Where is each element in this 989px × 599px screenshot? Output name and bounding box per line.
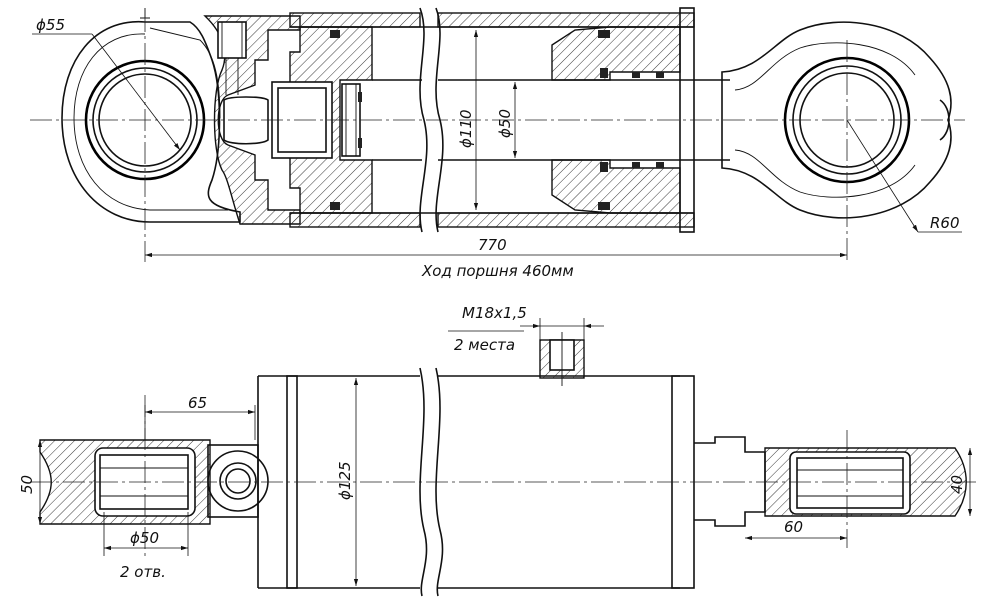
fitting	[217, 21, 247, 59]
rear-eye	[61, 8, 241, 223]
label-bushing-count: 2 отв.	[120, 563, 166, 581]
label-rod-eye-radius: R60	[930, 214, 960, 232]
label-d-eye-pin: ϕ55	[36, 16, 65, 34]
front-gland	[551, 26, 681, 81]
label-port-thread: M18x1,5	[462, 304, 527, 322]
label-d-bore: ϕ110	[457, 109, 475, 148]
label-rod-eye-offset: 60	[784, 518, 803, 536]
label-port-count: 2 места	[454, 336, 515, 354]
rear-cap	[203, 15, 301, 225]
section-view: ϕ55 770 Ход поршня 460мм R60 ϕ110 ϕ50	[30, 7, 965, 280]
label-eye-width-right: 40	[948, 475, 966, 494]
label-d-tube: ϕ125	[336, 461, 354, 500]
label-d-rod: ϕ50	[496, 109, 514, 138]
label-eye-offset: 65	[188, 394, 207, 412]
label-eye-width-left: 50	[18, 475, 36, 494]
exterior-view: M18x1,5 2 места 65 ϕ50 2 отв. 60 50 ϕ125…	[18, 304, 980, 597]
break-line	[419, 7, 428, 233]
label-d-bushing: ϕ50	[130, 529, 159, 547]
label-length: 770	[478, 236, 507, 254]
label-stroke: Ход поршня 460мм	[421, 262, 574, 280]
